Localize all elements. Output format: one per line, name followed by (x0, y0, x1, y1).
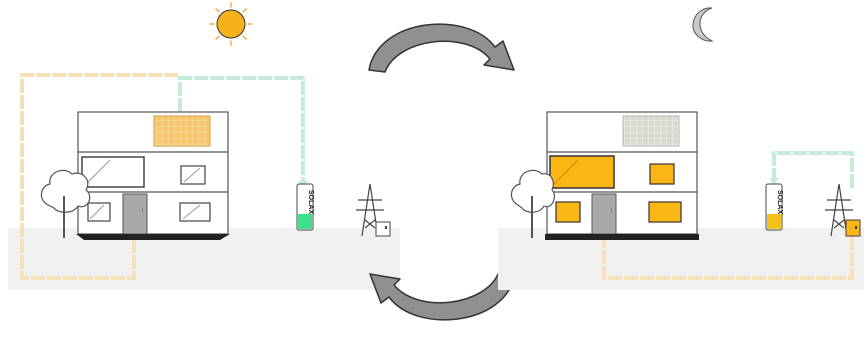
night-flow-line-grid-to-battery (774, 153, 852, 188)
night-window-upper-right-lit (650, 164, 674, 184)
cycle-arrow-bottom-icon (370, 272, 515, 320)
day-scene: ↕ SOLAX (8, 3, 400, 290)
night-window-lower-left-lit (556, 202, 580, 222)
sun-icon (210, 3, 252, 45)
night-scene: ↕ SOLAX (498, 8, 864, 290)
svg-text:↕: ↕ (610, 208, 613, 214)
day-battery-brand: SOLAX (307, 190, 314, 214)
day-battery-fill (298, 214, 312, 229)
night-solar-panel-icon (623, 116, 679, 146)
day-battery-icon: SOLAX (297, 184, 314, 230)
night-battery-fill (767, 214, 781, 229)
crescent-moon-icon (693, 8, 712, 41)
day-solar-panel-icon (154, 116, 210, 146)
night-battery-icon: SOLAX (766, 184, 783, 230)
night-door (592, 194, 616, 234)
day-meter-box (376, 222, 390, 236)
svg-text:↕: ↕ (141, 208, 144, 214)
night-house: ↕ (545, 112, 699, 240)
day-window-large (82, 157, 144, 187)
night-meter-box (846, 220, 860, 236)
night-house-base (545, 234, 699, 240)
night-window-lower-right-lit (649, 202, 681, 222)
night-battery-brand: SOLAX (776, 190, 783, 214)
cycle-arrow-top-icon (369, 24, 514, 72)
day-house-base (76, 234, 230, 240)
night-window-large-lit (550, 156, 614, 188)
day-door (123, 194, 147, 234)
day-house: ↕ (76, 112, 230, 240)
